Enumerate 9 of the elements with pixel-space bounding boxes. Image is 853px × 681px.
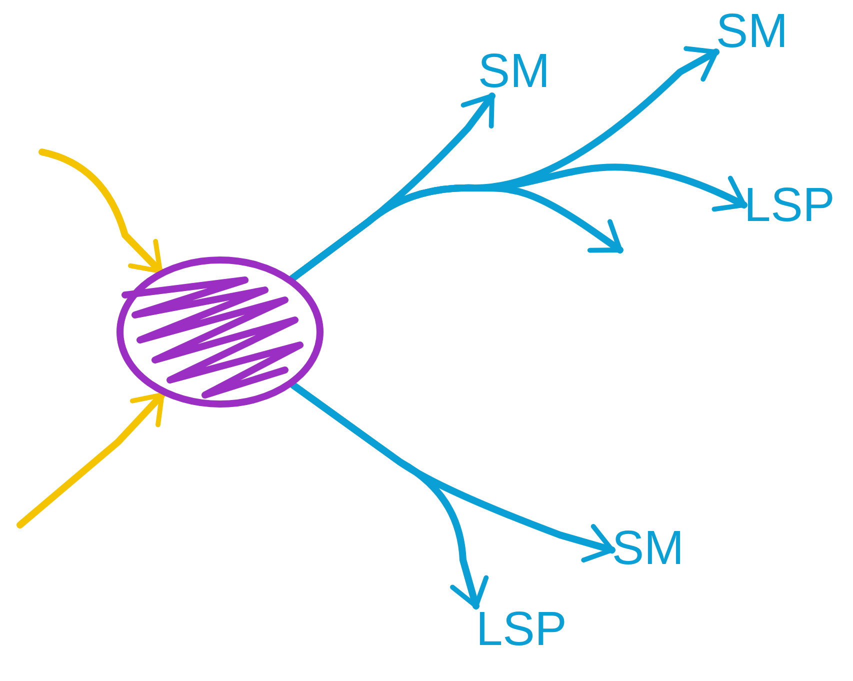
particle-line: [288, 184, 624, 282]
particle-label: LSP: [476, 603, 567, 656]
particle-line: [290, 382, 489, 610]
particle-label: LSP: [744, 179, 835, 232]
particle-label: SM: [716, 5, 788, 58]
particle-label: SM: [612, 522, 684, 575]
particle-label: SM: [478, 45, 550, 98]
particle-line: [16, 391, 166, 528]
particle-line: [38, 148, 164, 275]
